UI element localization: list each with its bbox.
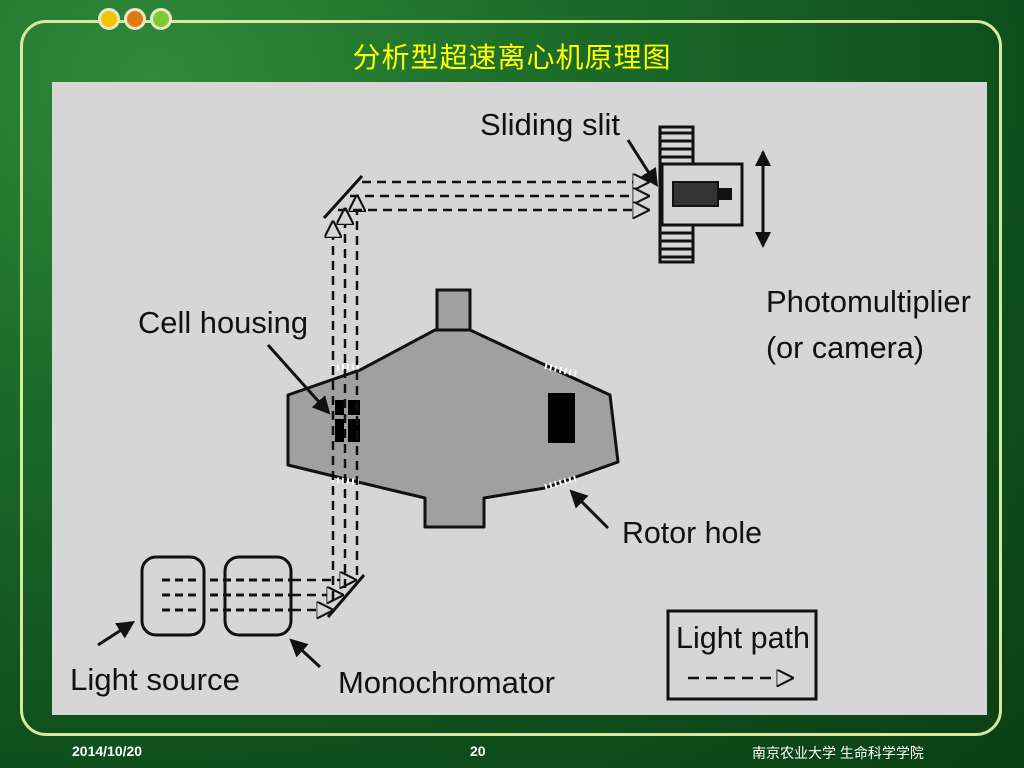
top-mirror [322,174,364,220]
light-path-legend [666,609,818,701]
slide-frame [20,20,1002,736]
decorative-dots [98,8,172,30]
label-photomultiplier: Photomultiplier [766,284,971,319]
dot-orange-icon [124,8,146,30]
slide-title: 分析型超速离心机原理图 [352,41,672,74]
photomultiplier-unit [755,150,771,248]
label-cell-housing: Cell housing [138,305,308,340]
footer-institution: 南京农业大学 生命科学学院 [752,745,924,761]
rotor-shaft [435,288,472,332]
label-light-source: Light source [70,662,240,697]
label-pointers [97,139,658,669]
dot-yellow-icon [98,8,120,30]
sliding-slit [658,125,744,264]
label-light-path: Light path [676,620,810,655]
label-or-camera: (or camera) [766,330,924,365]
rotor-hole-cell [548,393,575,443]
light-source-box [140,555,206,637]
label-monochromator: Monochromator [338,665,555,700]
monochromator-box [210,555,293,637]
light-path-top [338,182,648,210]
rotor [286,288,620,529]
bottom-mirror [326,574,366,618]
footer-page-number: 20 [470,743,486,759]
light-path-vertical [333,196,357,600]
dot-green-icon [150,8,172,30]
label-rotor-hole: Rotor hole [622,515,762,550]
footer-date: 2014/10/20 [72,743,143,759]
label-sliding-slit: Sliding slit [480,107,620,142]
